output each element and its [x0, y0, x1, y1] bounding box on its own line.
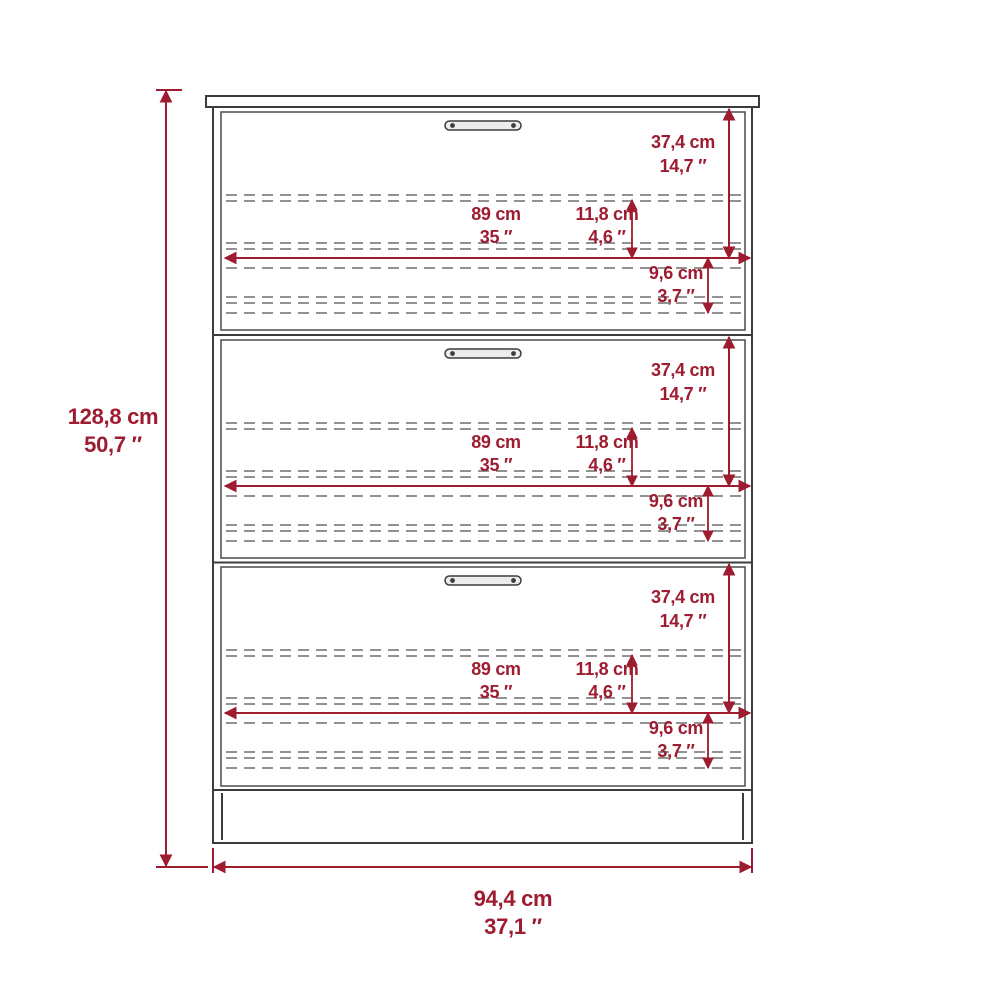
lower-clearance-label-in: 3,7 ″ [657, 741, 695, 761]
inner-width-label-in: 35 ″ [480, 227, 513, 247]
cabinet-base [213, 789, 752, 840]
dim-lower-clearance: 9,6 cm 3,7 ″ [649, 484, 714, 543]
cabinet-top-panel [205, 95, 760, 108]
inner-width-label-in: 35 ″ [480, 682, 513, 702]
drawer-front [220, 339, 746, 559]
handle-bar [444, 575, 522, 586]
dim-lower-clearance: 9,6 cm 3,7 ″ [649, 256, 714, 315]
lower-clearance-label-in: 3,7 ″ [657, 514, 695, 534]
shelf-dashed-lines [226, 422, 741, 542]
inner-width-label-cm: 89 cm [471, 659, 521, 679]
upper-clearance-label-cm: 11,8 cm [576, 659, 639, 679]
dim-front-height: 37,4 cm 14,7 ″ [651, 335, 736, 488]
lower-clearance-label-cm: 9,6 cm [649, 263, 703, 283]
dim-upper-clearance: 11,8 cm 4,6 ″ [576, 653, 639, 715]
handle-bar [444, 348, 522, 359]
inner-width-label-in: 35 ″ [480, 455, 513, 475]
dim-overall-height: 128,8 cm 50,7 ″ [68, 89, 208, 868]
handle-screw-right [511, 351, 516, 356]
drawer-front [220, 111, 746, 331]
handle-screw-right [511, 123, 516, 128]
overall-height-label-cm: 128,8 cm [68, 404, 159, 429]
dim-inner-width: 89 cm 35 ″ [223, 659, 752, 720]
dim-lower-clearance: 9,6 cm 3,7 ″ [649, 711, 714, 770]
drawer-handle [444, 120, 522, 131]
drawer-handle [444, 348, 522, 359]
shelf-dashed-lines [226, 194, 741, 314]
front-height-label-cm: 37,4 cm [651, 132, 715, 152]
drawer-2: 89 cm 35 ″ 11,8 cm 4,6 ″ 9,6 cm 3,7 ″ 37… [220, 335, 752, 559]
inner-width-label-cm: 89 cm [471, 204, 521, 224]
handle-screw-left [450, 123, 455, 128]
dim-upper-clearance: 11,8 cm 4,6 ″ [576, 198, 639, 260]
front-height-label-in: 14,7 ″ [660, 156, 708, 176]
overall-width-label-in: 37,1 ″ [484, 914, 542, 939]
front-height-label-in: 14,7 ″ [660, 611, 708, 631]
drawer-3: 89 cm 35 ″ 11,8 cm 4,6 ″ 9,6 cm 3,7 ″ 37… [220, 562, 752, 787]
inner-width-label-cm: 89 cm [471, 432, 521, 452]
lower-clearance-label-cm: 9,6 cm [649, 718, 703, 738]
front-height-label-in: 14,7 ″ [660, 384, 708, 404]
drawer-1: 89 cm 35 ″ 11,8 cm 4,6 ″ 9,6 cm 3,7 ″ 37… [220, 107, 752, 331]
drawer-handle [444, 575, 522, 586]
handle-screw-left [450, 351, 455, 356]
handle-bar [444, 120, 522, 131]
shelf-dashed-lines [226, 649, 741, 769]
upper-clearance-label-in: 4,6 ″ [588, 227, 626, 247]
drawer-front [220, 566, 746, 787]
upper-clearance-label-in: 4,6 ″ [588, 682, 626, 702]
lower-clearance-label-in: 3,7 ″ [657, 286, 695, 306]
overall-width-label-cm: 94,4 cm [474, 886, 553, 911]
handle-screw-right [511, 578, 516, 583]
dim-upper-clearance: 11,8 cm 4,6 ″ [576, 426, 639, 488]
front-height-label-cm: 37,4 cm [651, 587, 715, 607]
overall-height-label-in: 50,7 ″ [84, 432, 142, 457]
upper-clearance-label-in: 4,6 ″ [588, 455, 626, 475]
handle-screw-left [450, 578, 455, 583]
dim-inner-width: 89 cm 35 ″ [223, 432, 752, 493]
lower-clearance-label-cm: 9,6 cm [649, 491, 703, 511]
dim-front-height: 37,4 cm 14,7 ″ [651, 562, 736, 715]
dim-inner-width: 89 cm 35 ″ [223, 204, 752, 265]
front-height-label-cm: 37,4 cm [651, 360, 715, 380]
upper-clearance-label-cm: 11,8 cm [576, 432, 639, 452]
upper-clearance-label-cm: 11,8 cm [576, 204, 639, 224]
dim-overall-width: 94,4 cm 37,1 ″ [212, 848, 753, 939]
dim-front-height: 37,4 cm 14,7 ″ [651, 107, 736, 260]
